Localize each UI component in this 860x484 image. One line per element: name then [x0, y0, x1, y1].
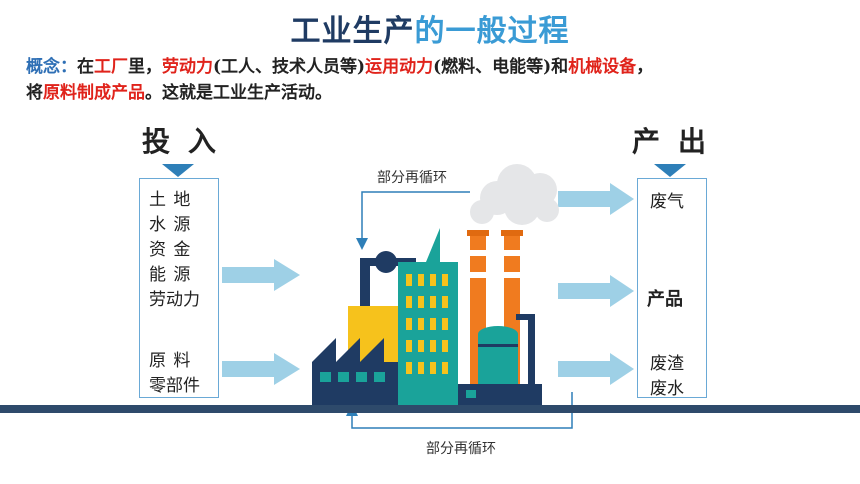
input-box: 土 地 水 源 资 金 能 源 劳动力 原 料 零部件: [139, 178, 219, 398]
concept-seg: 原料: [43, 83, 77, 103]
concept-seg: 将: [26, 83, 43, 103]
loop-label-top: 部分再循环: [377, 170, 447, 186]
output-arrow-product: [558, 275, 634, 307]
concept-text: 概念：在工厂里，劳动力(工人、技术人员等)运用动力(燃料、电能等)和机械设备， 将…: [26, 54, 846, 106]
input-arrow-1: [222, 259, 300, 291]
title-part1: 工业生产: [290, 14, 415, 49]
input-item: 零部件: [149, 376, 200, 396]
input-arrow-2: [222, 353, 300, 385]
input-item: 能 源: [149, 265, 192, 285]
output-arrow-waste: [558, 353, 634, 385]
output-box: 废气 产品 废渣 废水: [637, 178, 707, 399]
concept-seg: 里，: [128, 57, 162, 77]
concept-seg: ，: [636, 57, 654, 77]
concept-seg: (工人、技术人员等): [213, 57, 366, 77]
page-title: 工业生产的一般过程: [0, 6, 860, 50]
output-item: 废气: [650, 192, 684, 212]
input-item: 原 料: [149, 351, 192, 371]
input-item: 劳动力: [149, 290, 200, 310]
output-header: 产出: [632, 125, 725, 158]
input-header: 投入: [142, 125, 235, 158]
input-pointer-triangle: [162, 164, 194, 177]
input-item: 水 源: [149, 215, 192, 235]
input-item: 土 地: [149, 190, 192, 210]
concept-seg: 工厂: [94, 57, 128, 77]
output-item: 废渣: [650, 354, 684, 374]
concept-label: 概念：: [26, 57, 77, 77]
output-item: 产品: [647, 289, 683, 310]
concept-seg: 制成产品: [77, 83, 145, 103]
loop-label-bottom: 部分再循环: [426, 441, 496, 457]
ground-line: [0, 405, 860, 413]
smoke-cloud-icon: [470, 164, 559, 225]
concept-seg: 在: [77, 57, 94, 77]
title-part2: 的一般过程: [414, 14, 570, 49]
output-item: 废水: [650, 379, 684, 399]
concept-seg: (燃料、电能等)和: [433, 57, 569, 77]
concept-seg: 机械设备: [568, 57, 637, 77]
factory-icon: [312, 228, 542, 405]
concept-seg: 劳动力: [162, 57, 213, 77]
concept-seg: 运用动力: [365, 57, 434, 77]
input-item: 资 金: [149, 240, 192, 260]
concept-seg: 。这就是工业生产活动。: [145, 83, 332, 103]
recycle-line-top: [356, 191, 470, 250]
output-pointer-triangle: [654, 164, 686, 177]
output-arrow-waste-gas: [558, 183, 634, 215]
